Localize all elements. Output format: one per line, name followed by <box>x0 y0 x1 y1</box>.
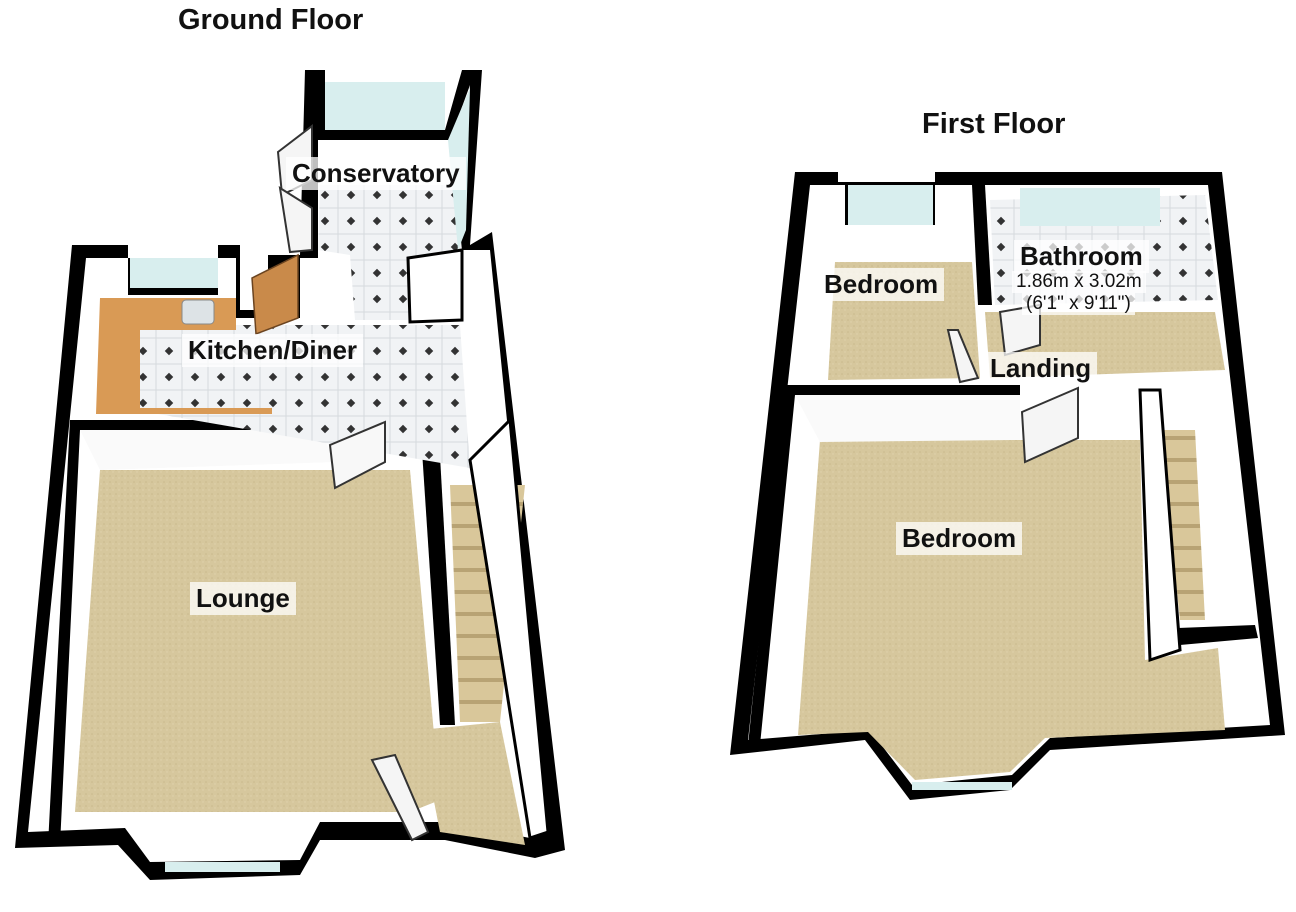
small-bedroom-window <box>848 185 933 225</box>
stair-wall <box>468 416 550 840</box>
lounge-side-wall <box>420 420 455 725</box>
kitchen-door <box>251 253 299 336</box>
bathroom-dimensions-imperial: (6'1" x 9'11") <box>1022 293 1135 315</box>
bedroom-bay-window <box>912 782 1012 790</box>
conservatory-label: Conservatory <box>286 157 466 190</box>
bathroom-window <box>1020 188 1160 226</box>
large-bedroom-back-face <box>795 395 1020 442</box>
kitchen-right-wall <box>406 248 464 324</box>
lounge-floor <box>75 470 440 812</box>
small-bedroom-door <box>946 329 980 384</box>
lounge-bay-window <box>165 862 280 872</box>
landing-label: Landing <box>984 352 1098 385</box>
kitchen-diner-label: Kitchen/Diner <box>182 334 364 367</box>
ground-floor-plan <box>15 70 565 880</box>
lounge-door <box>328 420 386 490</box>
bath-divider-wall <box>972 185 992 305</box>
stair-side-wall <box>1138 388 1182 663</box>
small-bedroom-label: Bedroom <box>818 268 945 301</box>
ground-floor-title: Ground Floor <box>178 4 364 36</box>
hallway-floor <box>420 722 525 845</box>
conservatory-window <box>325 82 445 130</box>
bathroom-label: Bathroom <box>1014 240 1149 273</box>
kitchen-window <box>130 258 218 288</box>
first-stairs <box>1160 430 1205 620</box>
kitchen-worktop <box>96 298 272 414</box>
sink <box>181 299 215 325</box>
lounge-wall <box>48 420 320 845</box>
lounge-back-wall-face <box>80 430 335 470</box>
large-bedroom-label: Bedroom <box>896 522 1023 555</box>
landing-closet-wall <box>1178 625 1258 645</box>
first-floor-plan <box>730 172 1285 800</box>
large-bedroom-door <box>1020 386 1079 464</box>
lounge-label: Lounge <box>190 582 296 615</box>
conservatory-door-bottom <box>278 185 313 254</box>
bathroom-dimensions-metric: 1.86m x 3.02m <box>1012 271 1146 293</box>
front-door <box>370 753 430 842</box>
first-floor-title: First Floor <box>922 108 1066 140</box>
